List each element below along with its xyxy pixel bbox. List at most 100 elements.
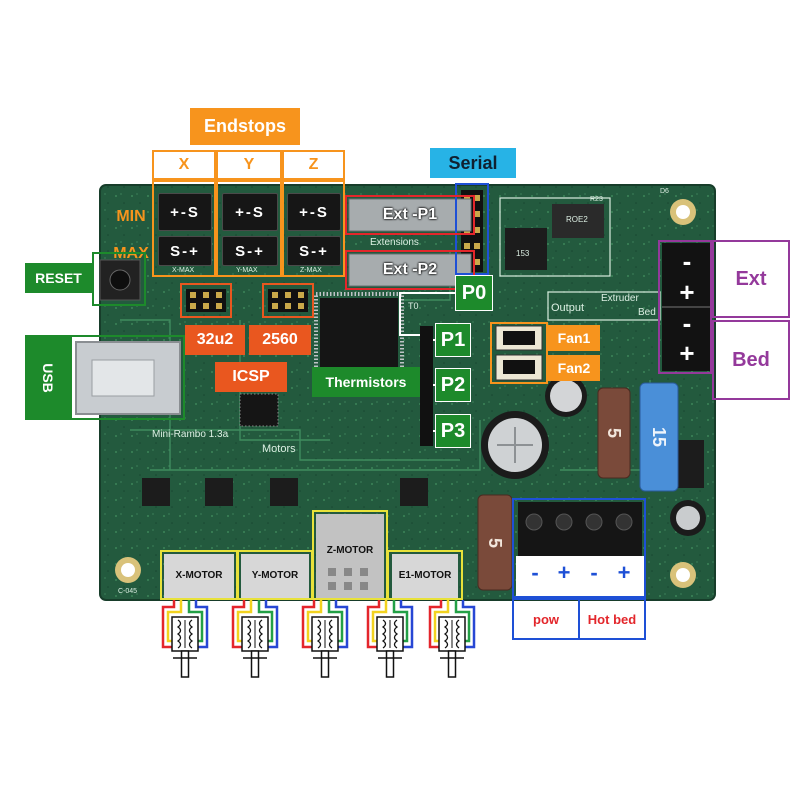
chip-2560-label: 2560 (249, 325, 311, 355)
trace (150, 420, 481, 471)
fuse-extruder-rating: 5 (604, 427, 625, 438)
endstop-z-min-connector: +-S (287, 193, 341, 231)
fuse-bed-rating: 15 (649, 426, 670, 448)
mounting-holes (115, 199, 696, 588)
e1-motor-connector (392, 554, 458, 598)
capacitor-top (550, 380, 582, 412)
endstop-y-max-connector: S-+ (222, 236, 278, 266)
pin (285, 303, 291, 309)
endstops-title: Endstops (190, 108, 300, 145)
bed-plus-sign: + (679, 337, 695, 368)
silk-board-name: Mini-Rambo 1.3a (152, 429, 229, 440)
pin (474, 211, 480, 217)
power-plus-1: + (557, 560, 571, 585)
endstop-y-outline (216, 180, 282, 277)
pin (190, 303, 196, 309)
screw (585, 513, 603, 531)
fan-connectors-outline (490, 322, 548, 384)
silk-outline (499, 197, 611, 277)
mounting-hole-center (676, 568, 690, 582)
leader-line-p0 (399, 292, 455, 336)
usb-label-box: USB (25, 335, 70, 420)
power-minus-1: - (531, 560, 539, 585)
pin (298, 303, 304, 309)
thermistor-port-p1: P1 (435, 323, 471, 357)
endstop-axis-y: Y (216, 150, 282, 180)
silk-c045: C-045 (118, 588, 138, 595)
pin (298, 292, 304, 298)
silk-extruder: Extruder (601, 293, 639, 304)
pin (216, 303, 222, 309)
pin (344, 568, 352, 576)
serial-outline (455, 183, 489, 275)
icsp-label: ICSP (215, 362, 287, 392)
endstop-axis-x: X (152, 150, 216, 180)
capacitor-vent (497, 427, 533, 463)
x-motor-connector (164, 554, 234, 598)
power-minus-2: - (590, 560, 598, 585)
motor-driver-chip (270, 478, 298, 506)
endstop-z-max-connector: S-+ (287, 236, 341, 266)
hot-bed-power-label: Hot bed (578, 598, 646, 640)
bed-minus-sign: - (682, 307, 692, 338)
ext-output-label: Ext (712, 240, 790, 318)
power-terminal-legend-area (516, 556, 644, 596)
fuse-main-rating: 5 (485, 537, 506, 548)
trace (130, 429, 460, 461)
power-terminal-screws (525, 513, 633, 531)
reset-button-cap (109, 269, 131, 291)
ext-p1-connector (348, 198, 472, 232)
silk-r23: R23 (590, 196, 603, 203)
silk-output: Output (551, 302, 585, 314)
pin (203, 303, 209, 309)
power-terminal-outline (512, 498, 646, 598)
motor-driver-chip (142, 478, 170, 506)
thermistor-leader-lines (399, 292, 455, 432)
pin (272, 292, 278, 298)
stepper-motor-y (231, 598, 279, 679)
pin (272, 303, 278, 309)
reset-outline (92, 252, 146, 306)
pin (203, 292, 209, 298)
pin (360, 568, 368, 576)
pin (328, 568, 336, 576)
ext-p1-label: Ext -P1 (345, 195, 475, 235)
motor-driver-chip (205, 478, 233, 506)
endstop-x-min-connector: +-S (158, 193, 212, 231)
thermistor-port-p3: P3 (435, 414, 471, 448)
pin (216, 292, 222, 298)
pin (344, 582, 352, 590)
power-plus-2: + (617, 560, 631, 585)
screw (555, 513, 573, 531)
y-motor-label: Y-MOTOR (237, 550, 313, 600)
chip-32u2-label: 32u2 (185, 325, 245, 355)
silk-bed: Bed (638, 307, 656, 318)
mcu-2560-chip (320, 298, 398, 370)
screw (525, 513, 543, 531)
ext-plus-sign: + (679, 276, 695, 307)
reset-label: RESET (25, 263, 92, 293)
output-terminals-outline (658, 240, 712, 374)
motor-driver-chip (400, 478, 428, 506)
pin (474, 259, 480, 265)
pin (190, 292, 196, 298)
trace (120, 319, 171, 470)
bed-output-label: Bed (712, 320, 790, 400)
icsp-32u2-outline (180, 283, 232, 318)
fuse-5a-extruder (597, 387, 631, 479)
endstop-min-label: MIN (116, 208, 146, 225)
thermistor-port-p0: P0 (455, 275, 493, 311)
capacitor-top (676, 506, 700, 530)
mounting-hole-center (676, 205, 690, 219)
usb-port (91, 359, 155, 397)
trace (239, 320, 330, 441)
icsp-2560-outline (262, 283, 314, 318)
smd-module (552, 204, 604, 238)
fan2-socket (503, 360, 535, 374)
e1-motor-label: E1-MOTOR (387, 550, 463, 600)
x-motor-label: X-MOTOR (160, 550, 238, 600)
ext-minus-sign: - (682, 245, 692, 276)
usb-outline (70, 335, 185, 420)
power-input-label: pow (512, 598, 580, 640)
fuse-15a-bed (639, 382, 679, 492)
